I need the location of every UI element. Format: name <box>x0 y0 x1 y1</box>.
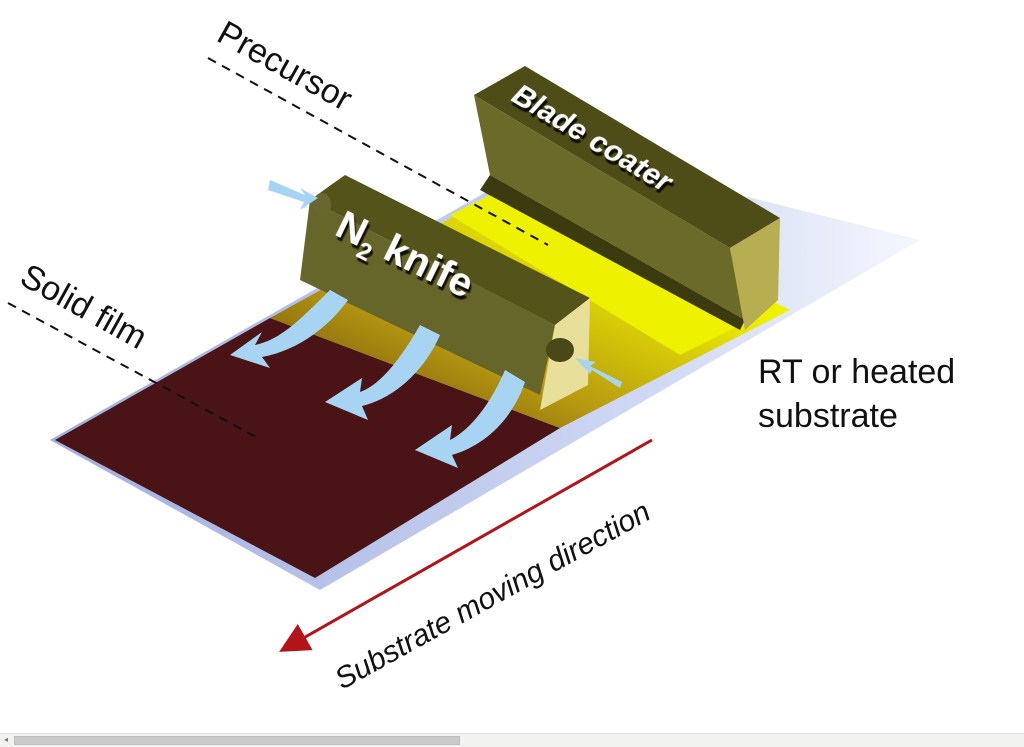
precursor-leader-line <box>207 57 549 246</box>
substrate-label-line1: RT or heated <box>758 353 955 391</box>
blade-coater-end <box>730 218 780 330</box>
substrate-direction-arrow <box>279 438 653 652</box>
n2-inlet-left <box>313 193 331 217</box>
scrollbar-thumb[interactable] <box>14 736 460 745</box>
n2-knife <box>300 175 590 410</box>
gas-inlet-arrow-left <box>268 180 318 210</box>
blade-coater-bottom <box>480 175 745 330</box>
solid-film-region <box>55 318 560 578</box>
gas-inlet-arrow-right <box>575 358 622 388</box>
gas-flow-arrow-3 <box>415 370 525 468</box>
scroll-left-arrow-icon[interactable]: ◂ <box>3 735 8 744</box>
solid-film-label: Solid film <box>14 257 153 357</box>
precursor-label: Precursor <box>211 14 358 119</box>
n2-knife-front <box>300 200 555 395</box>
horizontal-scrollbar[interactable]: ◂ <box>0 733 1024 747</box>
gas-flow-arrow-1 <box>230 290 348 368</box>
n2-inlet-right <box>546 338 574 362</box>
blade-coater <box>474 66 780 330</box>
n2-knife-top <box>310 175 590 325</box>
substrate-label-line2: substrate <box>758 397 898 435</box>
blade-coater-front <box>474 95 745 320</box>
blade-coater-top <box>474 66 780 248</box>
gas-flow-arrow-2 <box>325 325 440 420</box>
